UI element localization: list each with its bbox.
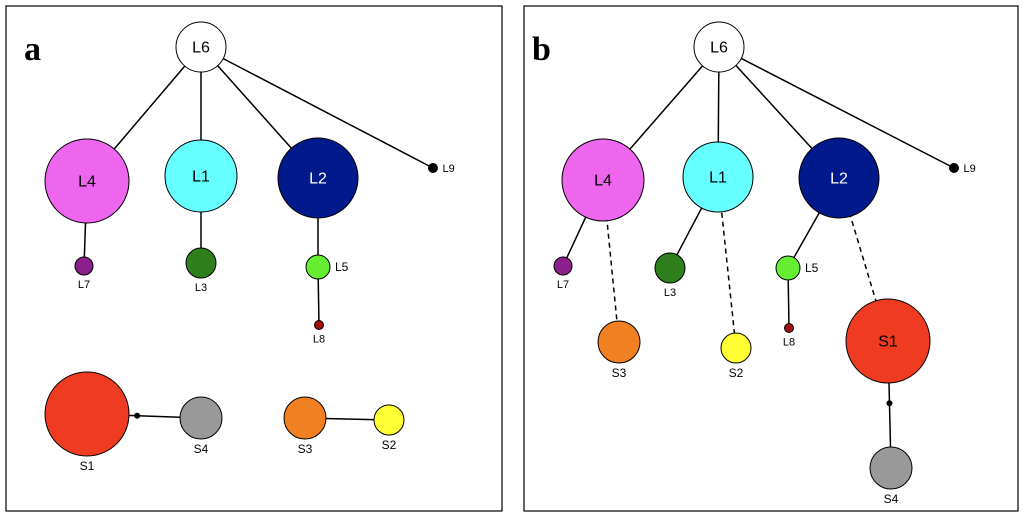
node-l3: L3	[654, 252, 686, 299]
node-l3: L3	[185, 247, 217, 294]
node-s3: S3	[283, 396, 327, 456]
node-l6: L6	[175, 21, 227, 73]
node-s2: S2	[720, 332, 752, 380]
node-l2: L2	[277, 137, 359, 219]
node-circle-l4	[44, 138, 130, 224]
panel-b-label: b	[532, 31, 551, 68]
node-label-s4: S4	[194, 442, 209, 456]
node-label-s2: S2	[382, 438, 397, 452]
node-label-s2: S2	[729, 366, 744, 380]
node-label-l4: L4	[78, 174, 96, 191]
node-l4: L4	[44, 138, 130, 224]
node-circle-l6	[693, 21, 745, 73]
node-circle-l1	[682, 141, 754, 213]
node-circle-s3	[597, 320, 641, 364]
node-circle-s1	[44, 371, 130, 457]
node-circle-l2	[798, 137, 880, 219]
panel-b-frame	[523, 5, 1019, 512]
node-l7: L7	[553, 256, 573, 291]
node-label-l7: L7	[557, 279, 569, 291]
node-circle-l7	[553, 256, 573, 276]
node-label-l9: L9	[964, 163, 976, 175]
node-circle-s4	[869, 446, 913, 490]
node-l9: L9	[428, 163, 455, 175]
node-l5: L5	[775, 255, 819, 281]
node-circle-s3	[283, 396, 327, 440]
node-circle-l4	[561, 138, 645, 222]
node-circle-l9	[428, 163, 438, 173]
node-s3: S3	[597, 320, 641, 380]
node-l5: L5	[305, 254, 349, 280]
node-circle-l1	[164, 139, 238, 213]
node-l8: L8	[783, 323, 795, 349]
node-l9: L9	[949, 163, 976, 175]
node-s4: S4	[179, 396, 223, 456]
node-circle-l9	[949, 163, 959, 173]
panel-a-label: a	[24, 31, 41, 68]
node-s1: S1	[44, 371, 130, 473]
node-l6: L6	[693, 21, 745, 73]
node-s4: S4	[869, 446, 913, 506]
node-circle-l3	[654, 252, 686, 284]
node-l1: L1	[164, 139, 238, 213]
edge-l6-l9	[200, 46, 434, 169]
node-s1: S1	[845, 298, 931, 384]
node-l4: L4	[561, 138, 645, 222]
node-label-l3: L3	[664, 287, 676, 299]
node-label-l1: L1	[709, 170, 727, 187]
node-label-s3: S3	[298, 442, 313, 456]
junction-dot	[134, 412, 141, 419]
node-label-l6: L6	[192, 40, 210, 57]
panel-b-junctions	[886, 400, 893, 407]
node-label-l6: L6	[710, 40, 728, 57]
edge-l6-l9	[718, 46, 955, 169]
node-circle-s1	[845, 298, 931, 384]
node-circle-s2	[720, 332, 752, 364]
node-s2: S2	[373, 404, 405, 452]
node-circle-l3	[185, 247, 217, 279]
node-label-l4: L4	[594, 173, 612, 190]
node-label-l5: L5	[805, 261, 819, 275]
node-label-l2: L2	[830, 171, 848, 188]
junction-dot	[886, 400, 893, 407]
node-label-l7: L7	[78, 279, 90, 291]
node-circle-l8	[784, 323, 794, 333]
node-l2: L2	[798, 137, 880, 219]
node-label-s4: S4	[884, 492, 899, 506]
node-circle-s4	[179, 396, 223, 440]
node-label-l8: L8	[783, 337, 795, 349]
node-circle-l7	[74, 256, 94, 276]
node-label-s1: S1	[80, 459, 95, 473]
node-l1: L1	[682, 141, 754, 213]
node-circle-s2	[373, 404, 405, 436]
node-label-l9: L9	[443, 163, 455, 175]
panel-a-junctions	[134, 412, 141, 419]
node-label-s3: S3	[612, 366, 627, 380]
node-circle-l2	[277, 137, 359, 219]
node-l7: L7	[74, 256, 94, 291]
node-circle-l8	[314, 320, 324, 330]
node-label-l3: L3	[195, 282, 207, 294]
node-label-l5: L5	[335, 260, 349, 274]
node-circle-l6	[175, 21, 227, 73]
node-label-l1: L1	[192, 169, 210, 186]
node-circle-l5	[775, 255, 801, 281]
node-label-l8: L8	[313, 334, 325, 346]
node-label-l2: L2	[309, 171, 327, 188]
node-label-s1: S1	[878, 334, 898, 351]
node-l8: L8	[313, 320, 325, 346]
node-circle-l5	[305, 254, 331, 280]
